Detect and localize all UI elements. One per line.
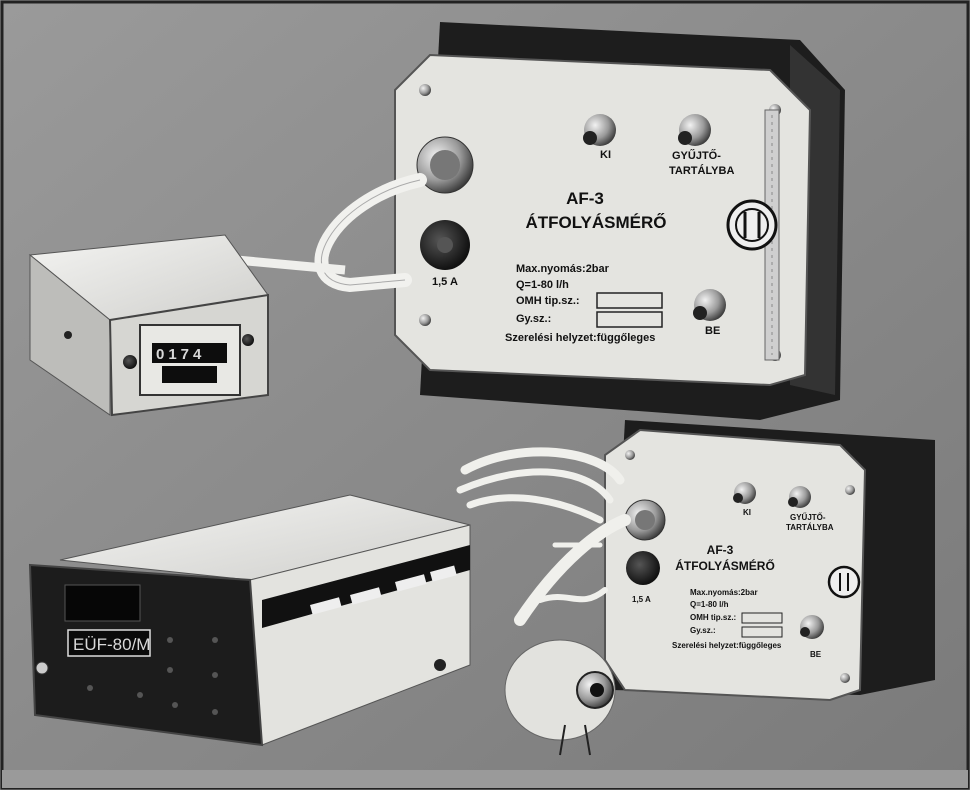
top-spec-flow: Q=1-80 l/h [516,279,569,291]
bottom-spec-serial: Gy.sz.: [690,626,716,635]
top-spec-mount: Szerelési helyzet:függőleges [505,332,655,344]
pulse-sensor [504,639,616,756]
bottom-collect-label-2: TARTÁLYBA [786,523,834,532]
unit-model-label: EÜF-80/M [73,635,150,654]
top-spec-pressure: Max.nyomás:2bar [516,263,610,275]
bottom-in-fitting [800,615,824,639]
bottom-model-label: AF-3 [707,543,734,557]
counter-display [152,343,227,363]
top-spec-serial: Gy.sz.: [516,313,551,325]
bottom-spec-flow: Q=1-80 l/h [690,600,729,609]
bottom-manufacturer-logo [827,565,861,599]
top-out-fitting [583,114,616,146]
bottom-fuse-holder [626,551,660,585]
bottom-name-label: ÁTFOLYÁSMÉRŐ [675,558,775,573]
top-collect-label-1: GYŰJTŐ- [672,149,721,162]
counter-reading: 0174 [156,346,205,363]
bottom-spec-omh: OMH tip.sz.: [690,613,736,622]
bottom-cable-bundle [456,447,631,626]
top-out-label: KI [600,149,611,161]
mechanical-counter-box: 0174 [28,234,269,417]
top-in-label: BE [705,325,720,337]
bottom-cable-connector [624,499,666,541]
bottom-in-label: BE [810,650,822,659]
electronic-unit: EÜF-80/M [28,494,471,747]
top-flow-meter: KI GYŰJTŐ- TARTÁLYBA AF-3 ÁTFOLYÁSMÉRŐ 1… [394,22,845,420]
bottom-out-label: KI [743,508,751,517]
unit-model-plate: EÜF-80/M [67,629,151,657]
top-collect-fitting [678,114,711,146]
bottom-flow-meter: KI GYŰJTŐ- TARTÁLYBA AF-3 ÁTFOLYÁSMÉRŐ 1… [604,420,935,702]
bottom-out-fitting [733,482,756,504]
top-manufacturer-logo [726,199,778,251]
bottom-collect-fitting [788,486,811,508]
bottom-spec-pressure: Max.nyomás:2bar [690,588,758,597]
unit-display [64,584,141,622]
top-in-fitting [693,289,726,321]
top-collect-label-2: TARTÁLYBA [669,164,734,177]
bottom-fuse-label: 1,5 A [632,595,651,604]
bottom-spec-mount: Szerelési helyzet:függőleges [672,641,782,650]
top-fuse-label: 1,5 A [432,276,458,288]
top-cable-connector [416,136,474,194]
top-fuse-holder [420,220,470,270]
unit-power-indicator [35,661,49,675]
top-model-label: AF-3 [566,189,604,208]
top-spec-omh: OMH tip.sz.: [516,295,580,307]
bottom-collect-label-1: GYŰJTŐ- [790,513,826,522]
top-name-label: ÁTFOLYÁSMÉRŐ [525,213,666,232]
